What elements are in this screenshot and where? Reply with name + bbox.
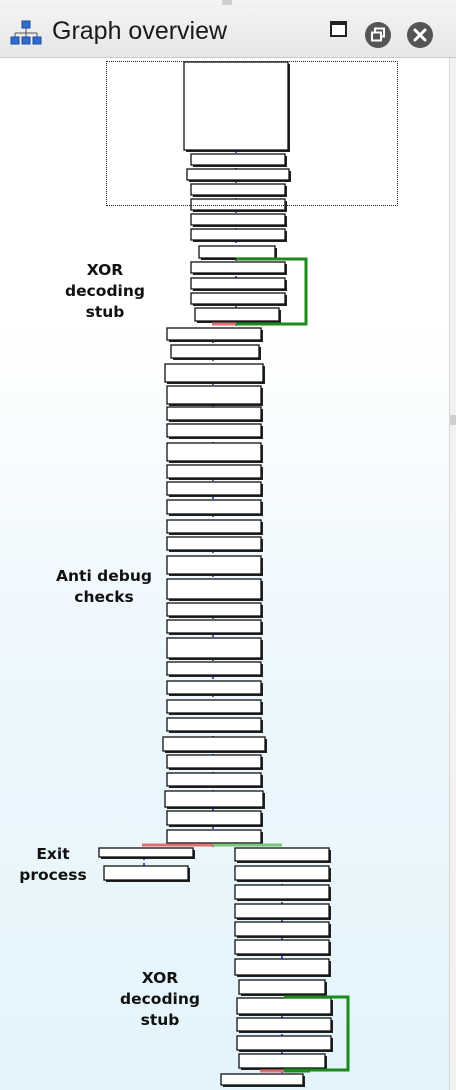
block-node-18[interactable]	[166, 442, 262, 462]
block-node-21[interactable]	[166, 499, 262, 515]
block-node-36[interactable]	[164, 790, 264, 808]
block-node-49[interactable]	[236, 997, 332, 1015]
block-node-43[interactable]	[234, 884, 330, 900]
block-node-35[interactable]	[166, 772, 262, 787]
viewport-rectangle[interactable]	[106, 61, 398, 206]
block-node-41[interactable]	[234, 847, 330, 862]
block-node-47[interactable]	[234, 958, 330, 976]
hierarchy-graph-icon	[10, 20, 44, 50]
loop-back-edge	[284, 995, 350, 1072]
block-node-48[interactable]	[238, 979, 326, 995]
block-node-28[interactable]	[166, 637, 262, 659]
block-node-0[interactable]	[183, 61, 289, 151]
block-node-8[interactable]	[190, 261, 286, 274]
block-node-11[interactable]	[194, 307, 280, 322]
block-node-9[interactable]	[190, 277, 286, 290]
block-node-32[interactable]	[166, 717, 262, 732]
annotation-exit-process: Exit process	[19, 845, 87, 884]
block-node-29[interactable]	[166, 661, 262, 676]
block-node-3[interactable]	[190, 183, 286, 196]
block-node-45[interactable]	[234, 921, 330, 937]
block-node-53[interactable]	[220, 1073, 304, 1086]
annotation-anti-debug-checks: Anti debug checks	[56, 567, 152, 606]
block-node-51[interactable]	[236, 1035, 332, 1051]
block-node-44[interactable]	[234, 903, 330, 919]
block-node-15[interactable]	[166, 385, 262, 405]
loop-back-edge	[236, 257, 308, 326]
block-node-4[interactable]	[190, 198, 286, 211]
block-node-19[interactable]	[166, 464, 262, 479]
block-node-33[interactable]	[162, 736, 266, 752]
block-node-5[interactable]	[190, 213, 286, 226]
title-bar: Graph overview	[0, 0, 456, 58]
graph-overview-canvas[interactable]: XOR decoding stub Anti debug checks Exit…	[0, 58, 456, 1090]
block-node-50[interactable]	[236, 1017, 332, 1032]
block-node-52[interactable]	[238, 1053, 326, 1069]
block-node-22[interactable]	[166, 519, 262, 534]
block-node-12[interactable]	[166, 327, 262, 341]
block-node-42[interactable]	[234, 865, 330, 881]
block-node-20[interactable]	[166, 481, 262, 496]
annotation-xor-decoding-stub-2: XOR decoding stub	[120, 969, 200, 1029]
block-node-2[interactable]	[186, 168, 290, 181]
splitter-grip[interactable]	[450, 415, 456, 425]
block-node-25[interactable]	[166, 578, 262, 600]
block-node-30[interactable]	[166, 680, 262, 695]
window-title: Graph overview	[52, 17, 228, 45]
splitter[interactable]	[449, 58, 456, 1090]
block-node-1[interactable]	[190, 153, 286, 166]
block-node-7[interactable]	[198, 245, 276, 259]
block-node-6[interactable]	[190, 228, 286, 241]
block-node-26[interactable]	[166, 602, 262, 617]
function-graph	[98, 61, 350, 1087]
block-node-39[interactable]	[98, 847, 194, 858]
annotation-xor-decoding-stub-1: XOR decoding stub	[65, 261, 145, 321]
block-node-16[interactable]	[166, 406, 262, 421]
block-node-34[interactable]	[166, 754, 262, 769]
block-node-17[interactable]	[166, 423, 262, 438]
block-node-10[interactable]	[190, 292, 286, 305]
block-node-14[interactable]	[164, 363, 264, 383]
block-node-37[interactable]	[166, 810, 262, 826]
block-node-13[interactable]	[170, 344, 260, 359]
block-node-24[interactable]	[166, 555, 262, 575]
block-node-40[interactable]	[103, 865, 189, 881]
restore-icon[interactable]	[365, 22, 391, 48]
block-node-38[interactable]	[166, 829, 262, 844]
close-icon[interactable]	[407, 22, 433, 48]
maximize-icon[interactable]	[330, 21, 347, 37]
block-node-27[interactable]	[166, 619, 262, 634]
block-node-46[interactable]	[234, 939, 330, 955]
block-node-31[interactable]	[166, 699, 262, 714]
resize-handle[interactable]	[222, 0, 232, 5]
block-node-23[interactable]	[166, 536, 262, 551]
